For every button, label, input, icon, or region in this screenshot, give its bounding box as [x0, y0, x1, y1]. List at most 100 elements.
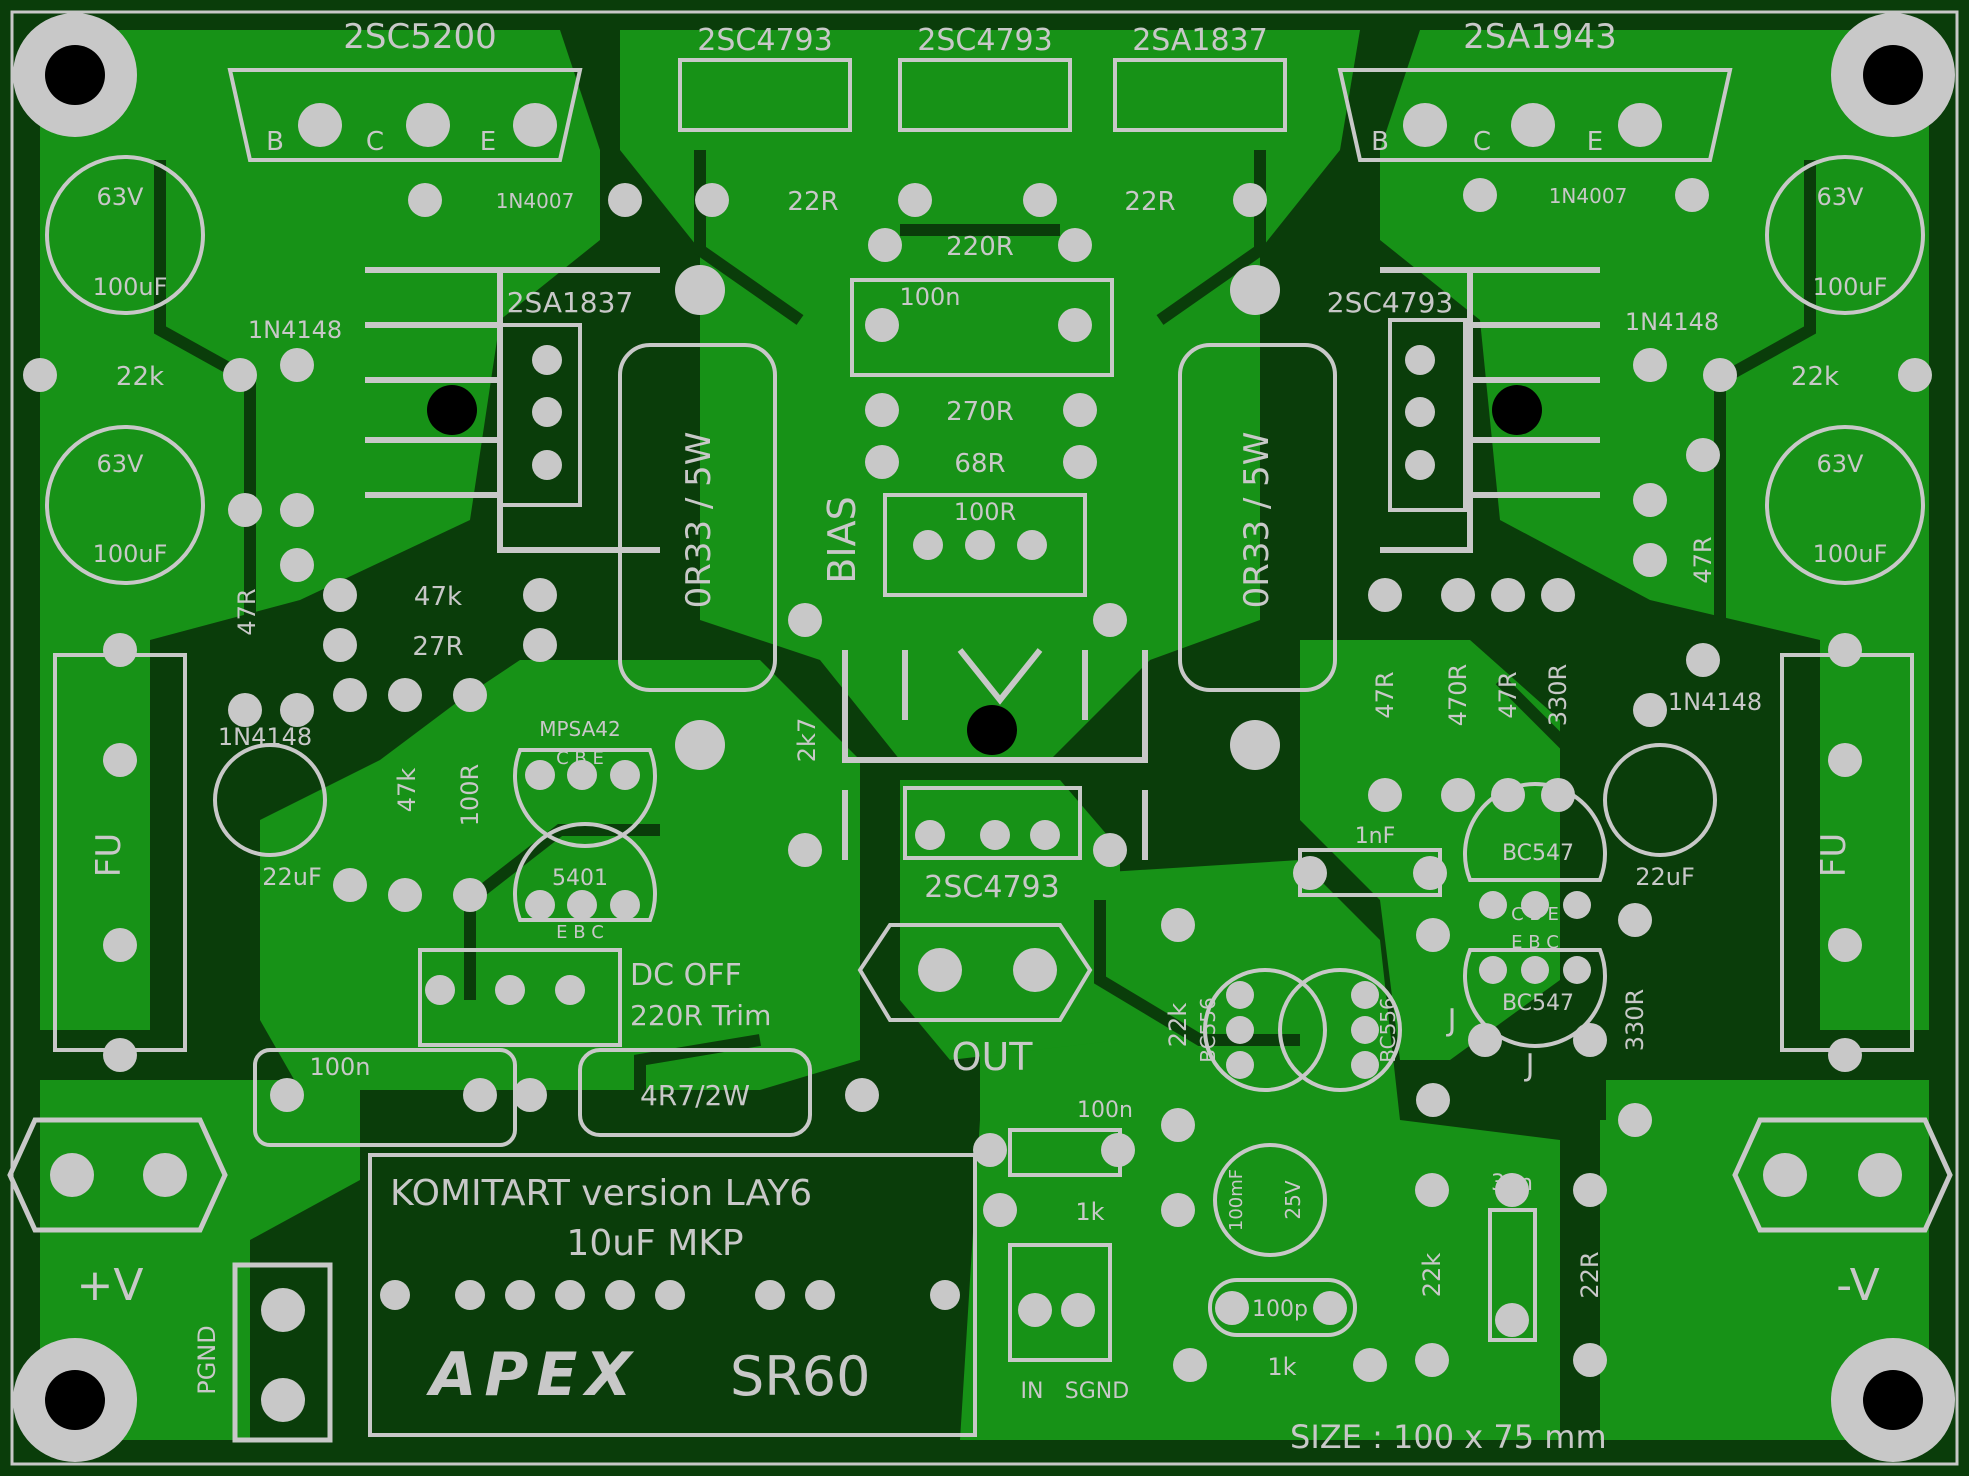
- label-bias: BIAS: [820, 496, 864, 583]
- label-100uf-a: 100uF: [93, 273, 168, 301]
- label-63v-d: 63V: [1817, 450, 1865, 478]
- label-25v: 25V: [1281, 1180, 1305, 1219]
- label-33n: 33n: [1491, 1171, 1533, 1196]
- label-fuse-right: FU: [1814, 833, 1854, 877]
- label-2sc5200: 2SC5200: [343, 17, 496, 57]
- label-model: SR60: [730, 1345, 871, 1408]
- pins-mpsa42: C B E: [556, 748, 604, 769]
- label-2sa1943: 2SA1943: [1463, 17, 1617, 57]
- label-2sa1837-b: 2SA1837: [507, 286, 634, 319]
- pin-e-right: E: [1587, 127, 1603, 157]
- label-r22r-c: 22R: [1576, 1251, 1604, 1298]
- label-22uf-b: 22uF: [1635, 863, 1695, 891]
- label-r22k-c: 22k: [1164, 1003, 1192, 1048]
- label-bc547-a: BC547: [1502, 841, 1574, 866]
- label-r22k-a: 22k: [116, 362, 164, 392]
- label-dc-off: DC OFF: [630, 958, 742, 993]
- label-main-cap: 10uF MKP: [566, 1223, 743, 1264]
- label-bc547-b: BC547: [1502, 991, 1574, 1016]
- label-2sc4793-c: 2SC4793: [1327, 286, 1453, 319]
- label-100p: 100p: [1252, 1297, 1308, 1322]
- label-22uf-a: 22uF: [262, 863, 322, 891]
- label-fuse-left: FU: [89, 833, 129, 877]
- power-terminals: [7, 385, 1953, 1443]
- label-jumper-a: J: [1446, 1003, 1457, 1038]
- mounting-hole-bl: [13, 1338, 137, 1462]
- label-mpsa42: MPSA42: [539, 717, 621, 741]
- label-2sa1837-a: 2SA1837: [1132, 23, 1268, 58]
- label-1n4148-c: 1N4148: [1625, 308, 1719, 336]
- label-negative-v: -V: [1836, 1260, 1879, 1311]
- pads: [23, 103, 1932, 1382]
- pin-b-right: B: [1371, 127, 1389, 157]
- label-100n-c: 100n: [1077, 1098, 1133, 1123]
- label-63v-a: 63V: [97, 183, 145, 211]
- label-r47k-b: 47k: [393, 768, 421, 813]
- label-100uf-b: 100uF: [93, 540, 168, 568]
- silkscreen-labels: 2SC5200 2SC4793 2SC4793 2SA1837 2SA1943 …: [77, 17, 1888, 1456]
- label-100n-b: 100n: [309, 1053, 370, 1081]
- label-in: IN: [1021, 1379, 1044, 1404]
- label-r22r-b: 22R: [1124, 187, 1175, 217]
- label-r2k7: 2k7: [793, 718, 821, 762]
- label-1n4007-b: 1N4007: [1549, 184, 1628, 208]
- label-r47r-b: 47R: [1371, 671, 1399, 718]
- label-r47r-c: 47R: [1494, 671, 1522, 718]
- label-out: OUT: [952, 1035, 1034, 1079]
- pins-5401: E B C: [556, 922, 604, 943]
- label-r47r-a: 47R: [233, 588, 261, 635]
- label-100uf-c: 100uF: [1813, 273, 1888, 301]
- label-r22r-a: 22R: [787, 187, 838, 217]
- label-jumper-b: J: [1524, 1048, 1535, 1083]
- brand-logo: APEX: [426, 1340, 640, 1410]
- label-r47k-a: 47k: [414, 582, 462, 612]
- heatsink-fins: [365, 267, 1600, 860]
- label-2sc4793-d: 2SC4793: [924, 870, 1059, 905]
- label-1n4007-a: 1N4007: [496, 189, 575, 213]
- label-1nf: 1nF: [1355, 824, 1396, 849]
- label-r22k-d: 22k: [1418, 1253, 1446, 1298]
- label-board-title: KOMITART version LAY6: [390, 1173, 812, 1214]
- mounting-hole-tl: [13, 13, 137, 137]
- label-board-size: SIZE : 100 x 75 mm: [1290, 1418, 1607, 1456]
- mounting-hole-tr: [1831, 13, 1955, 137]
- mounting-hole-br: [1831, 1338, 1955, 1462]
- label-r100r: 100R: [456, 764, 484, 826]
- label-2sc4793-b: 2SC4793: [917, 23, 1052, 58]
- label-1n4148-d: 1N4148: [1668, 688, 1762, 716]
- pins-bc547-a: C B E: [1511, 904, 1559, 925]
- label-pgnd: PGND: [193, 1325, 221, 1395]
- label-bc556-a: BC556: [1196, 997, 1220, 1063]
- pin-b-left: B: [266, 127, 284, 157]
- label-r330r-a: 330R: [1544, 664, 1572, 726]
- pins-bc547-b: E B C: [1511, 932, 1559, 953]
- label-r1k-b: 1k: [1267, 1353, 1296, 1381]
- label-bc556-b: BC556: [1376, 997, 1400, 1063]
- label-r470r: 470R: [1444, 664, 1472, 726]
- label-100uf-d: 100uF: [1813, 540, 1888, 568]
- label-r68r: 68R: [954, 449, 1005, 479]
- label-r220r: 220R: [946, 232, 1014, 262]
- pin-e-left: E: [480, 127, 496, 157]
- label-1n4148-a: 1N4148: [248, 316, 342, 344]
- label-1n4148-b: 1N4148: [218, 723, 312, 751]
- label-rpower-b: 0R33 / 5W: [1237, 432, 1277, 609]
- to92-outlines: [513, 748, 1607, 1092]
- label-r47r-d: 47R: [1689, 536, 1717, 583]
- label-r4r7: 4R7/2W: [640, 1079, 750, 1112]
- label-trim-100r: 100R: [954, 498, 1016, 526]
- board-edge: [10, 10, 1959, 1466]
- label-r330r-b: 330R: [1621, 989, 1649, 1051]
- label-100mf: 100mF: [1226, 1169, 1247, 1231]
- label-63v-c: 63V: [1817, 183, 1865, 211]
- label-r27r: 27R: [412, 632, 463, 662]
- electrolytic-capacitors: [45, 155, 1925, 1257]
- label-rpower-a: 0R33 / 5W: [679, 432, 719, 609]
- label-2sc4793-a: 2SC4793: [697, 23, 832, 58]
- copper-pours: [40, 30, 1929, 1440]
- label-trim-220r: 220R Trim: [630, 999, 771, 1032]
- label-r270r: 270R: [946, 397, 1014, 427]
- pin-c-right: C: [1473, 127, 1491, 157]
- label-63v-b: 63V: [97, 450, 145, 478]
